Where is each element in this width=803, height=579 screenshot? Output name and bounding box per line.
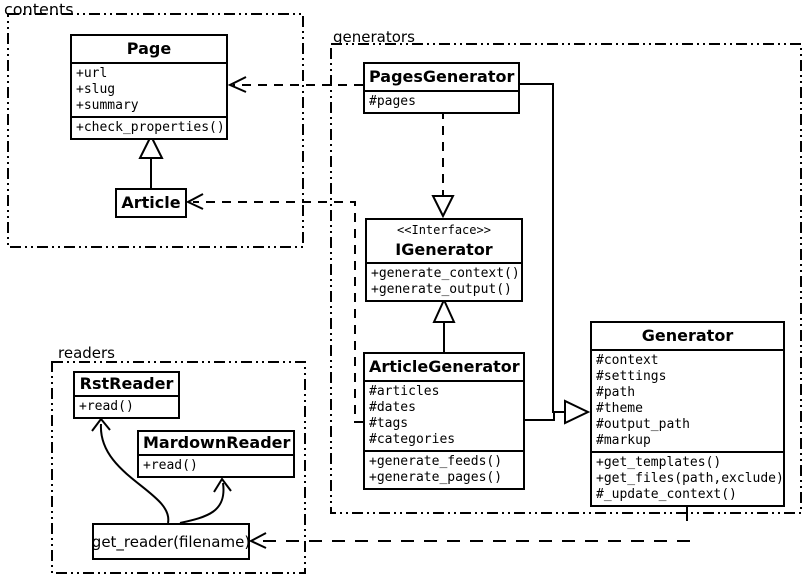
class-title: ArticleGenerator [369, 357, 520, 376]
package-border-generators [330, 43, 802, 514]
function-label: get_reader(filename) [91, 532, 251, 551]
attribute: #tags [369, 416, 409, 431]
attribute: #pages [369, 94, 416, 109]
methods-section: +get_templates() +get_files(path,exclude… [592, 451, 784, 505]
class-title: Page [126, 39, 172, 58]
inheritance-triangle-article-page [138, 133, 164, 159]
method: +read() [143, 458, 198, 473]
attribute: #dates [369, 400, 416, 415]
class-mardown-reader: MardownReader +read() [137, 430, 295, 478]
package-label-generators: generators [333, 28, 415, 46]
attribute: #context [596, 353, 659, 368]
class-title: PagesGenerator [369, 67, 515, 86]
method: +generate_context() [371, 266, 520, 281]
method: +generate_feeds() [369, 454, 503, 469]
inheritance-triangle-generator [564, 399, 591, 425]
attribute: +slug [76, 82, 116, 97]
class-title: IGenerator [395, 240, 493, 259]
attribute: #settings [596, 369, 667, 384]
method: +get_templates() [596, 455, 722, 470]
inheritance-triangle-igenerator [432, 297, 456, 323]
class-title: MardownReader [143, 433, 291, 452]
package-border-readers [51, 361, 306, 574]
class-title: Generator [641, 326, 734, 345]
curve-getreader-mardownreader [179, 482, 225, 524]
method: +generate_output() [371, 282, 512, 297]
attribute: +url [76, 66, 108, 81]
open-arrowhead-page [227, 76, 247, 93]
open-arrowhead-rstreader [91, 417, 111, 432]
class-pages-generator: PagesGenerator #pages [363, 62, 520, 114]
class-article: Article [115, 188, 187, 218]
dependency-line-articlegenerator-article [193, 201, 363, 423]
attributes-section: #context #settings #path #theme #output_… [592, 349, 783, 451]
open-arrowhead-getreader [248, 532, 267, 549]
inheritance-line-pagesgenerator-generator [520, 83, 565, 413]
stereotype-label: <<Interface>> [397, 223, 491, 237]
class-rst-reader: RstReader +read() [73, 371, 180, 419]
package-border-contents [7, 13, 304, 248]
attributes-section: #pages [365, 90, 518, 112]
class-article-generator: ArticleGenerator #articles #dates #tags … [363, 352, 525, 490]
class-page: Page +url +slug +summary +check_properti… [70, 34, 228, 140]
method: #_update_context() [596, 487, 737, 502]
method: +get_files(path,exclude) [596, 471, 784, 486]
realization-triangle-igenerator [431, 195, 455, 219]
open-arrowhead-mardownreader [213, 477, 232, 493]
package-label-contents: contents [4, 0, 74, 19]
methods-section: +check_properties() [72, 116, 226, 138]
package-label-readers: readers [58, 344, 115, 362]
attribute: #output_path [596, 417, 690, 432]
function-get-reader: get_reader(filename) [92, 523, 250, 560]
attributes-section: +url +slug +summary [72, 62, 226, 116]
attribute: +summary [76, 98, 139, 113]
attribute: #markup [596, 433, 651, 448]
inheritance-line-articlegenerator-generator [525, 412, 555, 421]
class-generator: Generator #context #settings #path #them… [590, 321, 785, 507]
attribute: #categories [369, 432, 456, 447]
class-title: Article [121, 193, 181, 212]
interface-igenerator: <<Interface>> IGenerator +generate_conte… [365, 218, 523, 302]
attribute: #theme [596, 401, 643, 416]
attribute: #path [596, 385, 636, 400]
methods-section: +read() [139, 454, 293, 476]
class-title: RstReader [79, 374, 174, 393]
attributes-section: #articles #dates #tags #categories [365, 380, 523, 450]
methods-section: +generate_feeds() +generate_pages() [365, 450, 523, 488]
methods-section: +read() [75, 395, 178, 417]
method: +generate_pages() [369, 470, 503, 485]
curve-getreader-rstreader [99, 423, 170, 524]
attribute: #articles [369, 384, 440, 399]
methods-section: +generate_context() +generate_output() [367, 262, 521, 300]
method: +read() [79, 399, 134, 414]
open-arrowhead-article [185, 193, 204, 210]
method: +check_properties() [76, 120, 225, 135]
